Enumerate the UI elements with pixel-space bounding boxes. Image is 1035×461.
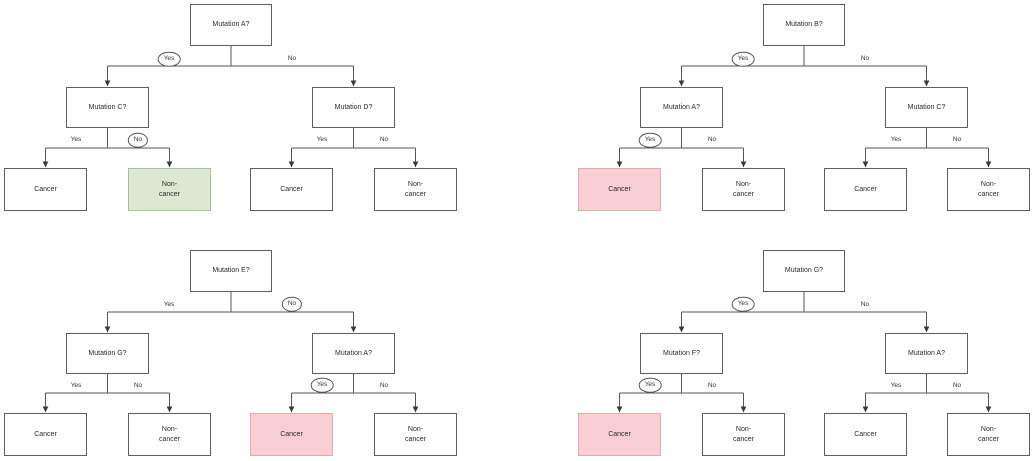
- t4-right-node: Mutation A?: [885, 333, 968, 374]
- t3-root-node: Mutation E?: [190, 250, 272, 292]
- t1-left-node: Mutation C?: [66, 87, 149, 128]
- t2-left-no-label: No: [707, 135, 717, 143]
- t2-leaf-noncancer-2: Non- cancer: [947, 168, 1030, 211]
- t3-leaf-cancer-2: Cancer: [250, 413, 333, 456]
- t4-root-no-label: No: [860, 300, 870, 308]
- t4-leaf-noncancer-2: Non- cancer: [947, 413, 1030, 456]
- t1-root-node: Mutation A?: [190, 4, 272, 46]
- t3-left-no-label: No: [133, 381, 143, 389]
- t4-right-yes-label: Yes: [890, 381, 902, 389]
- t2-right-yes-label: Yes: [890, 135, 902, 143]
- t3-root-no-label: No: [281, 296, 303, 312]
- t2-right-no-label: No: [952, 135, 962, 143]
- t4-left-node: Mutation F?: [640, 333, 723, 374]
- t1-root-no-label: No: [287, 54, 297, 62]
- t3-right-node: Mutation A?: [312, 333, 395, 374]
- t2-leaf-cancer-1: Cancer: [578, 168, 661, 211]
- t1-right-yes-label: Yes: [316, 135, 328, 143]
- t1-right-no-label: No: [379, 135, 389, 143]
- t1-right-node: Mutation D?: [312, 87, 395, 128]
- t2-left-node: Mutation A?: [640, 87, 723, 128]
- t2-root-no-label: No: [860, 54, 870, 62]
- t4-leaf-noncancer-1: Non- cancer: [702, 413, 785, 456]
- t3-right-yes-label: Yes: [310, 377, 334, 393]
- t4-leaf-cancer-2: Cancer: [824, 413, 907, 456]
- t4-root-node: Mutation G?: [763, 250, 845, 292]
- t2-leaf-cancer-2: Cancer: [824, 168, 907, 211]
- t1-root-yes-label: Yes: [157, 51, 181, 67]
- t3-root-yes-label: Yes: [163, 300, 175, 308]
- t2-right-node: Mutation C?: [885, 87, 968, 128]
- t3-left-yes-label: Yes: [70, 381, 82, 389]
- t1-leaf-cancer-2: Cancer: [250, 168, 333, 211]
- t1-left-yes-label: Yes: [70, 135, 82, 143]
- t1-left-no-label: No: [127, 132, 149, 148]
- t4-right-no-label: No: [952, 381, 962, 389]
- t3-left-node: Mutation G?: [66, 333, 149, 374]
- t3-right-no-label: No: [379, 381, 389, 389]
- t1-leaf-noncancer-1: Non- cancer: [128, 168, 211, 211]
- t3-leaf-cancer-1: Cancer: [4, 413, 87, 456]
- t4-leaf-cancer-1: Cancer: [578, 413, 661, 456]
- t4-left-yes-label: Yes: [638, 377, 662, 393]
- t1-leaf-noncancer-2: Non- cancer: [374, 168, 457, 211]
- t3-leaf-noncancer-1: Non- cancer: [128, 413, 211, 456]
- t4-root-yes-label: Yes: [731, 296, 755, 312]
- t2-root-yes-label: Yes: [731, 51, 755, 67]
- t2-leaf-noncancer-1: Non- cancer: [702, 168, 785, 211]
- t4-left-no-label: No: [707, 381, 717, 389]
- t3-leaf-noncancer-2: Non- cancer: [374, 413, 457, 456]
- t2-left-yes-label: Yes: [638, 132, 662, 148]
- t1-leaf-cancer-1: Cancer: [4, 168, 87, 211]
- t2-root-node: Mutation B?: [763, 4, 845, 46]
